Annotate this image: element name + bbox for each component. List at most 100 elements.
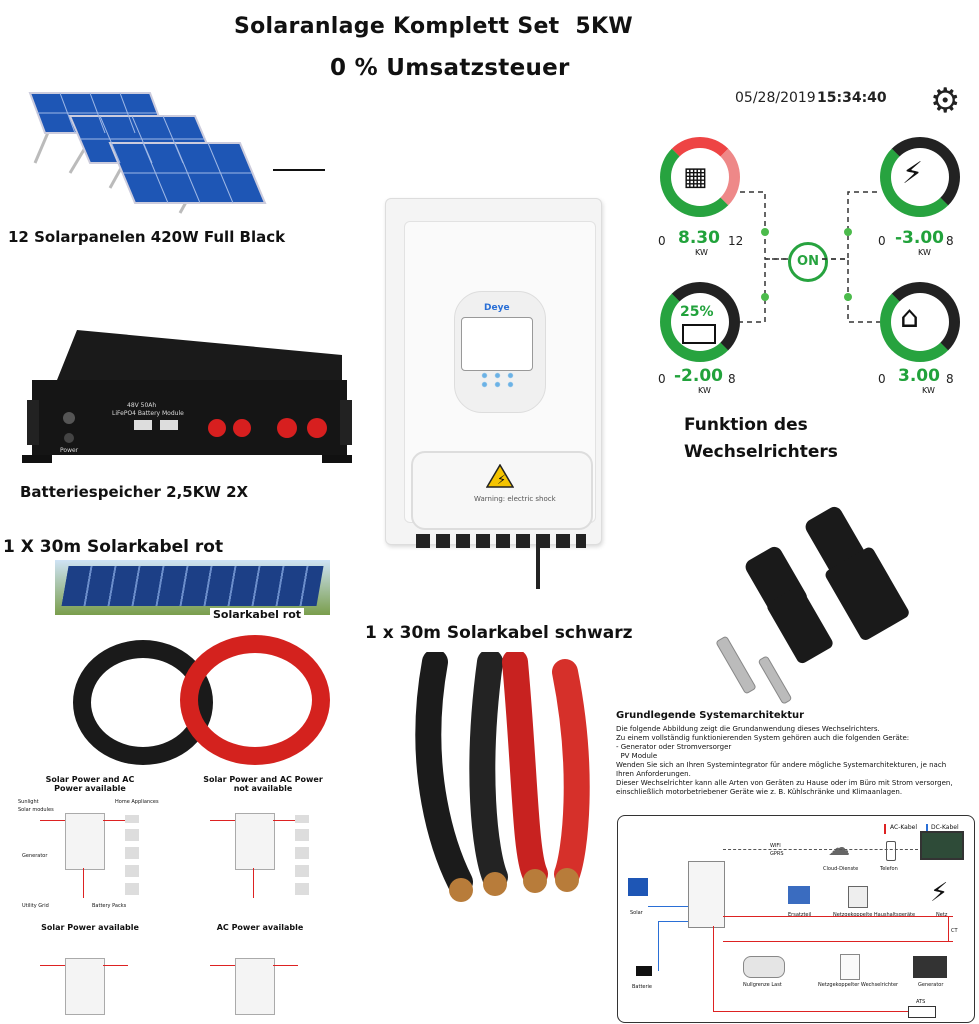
architecture-line: einschließlich motorbetriebener Geräte w…: [616, 788, 903, 796]
gprs-label: GPRS: [770, 851, 784, 857]
monitor-panel: 05/28/2019 15:34:40 ⚙ ▦ 0 8.30 KW 12 ⚡ 0…: [640, 82, 970, 402]
grid-value: -3.00: [895, 228, 944, 248]
architecture-line: - Generator oder Stromversorger: [616, 743, 732, 751]
battery-image: 48V 50Ah LiFePO4 Battery Module Power: [22, 325, 352, 475]
legend-ac: AC-Kabel: [890, 824, 918, 831]
solar-label: Solar: [630, 910, 643, 916]
battery-max: 8: [728, 372, 736, 386]
inverter-image: Deye ⚡ Warning: electric shock: [385, 198, 602, 589]
ct-label: CT: [951, 928, 958, 934]
load-unit: KW: [922, 386, 935, 395]
pv-unit: KW: [695, 248, 708, 257]
diagram-4: AC Power available: [180, 923, 345, 1023]
architecture-line: Wenden Sie sich an Ihren Systemintegrato…: [616, 761, 947, 769]
architecture-line: Zu einem vollständig funktionierenden Sy…: [616, 734, 910, 742]
solar-icon: [628, 878, 648, 896]
battery-packs-label: Battery Packs: [92, 903, 127, 909]
grid-tower-icon: ⚡: [902, 156, 924, 191]
inverter-cover: [411, 451, 593, 530]
solar-panels-image: [15, 88, 325, 228]
inverter-function-caption: Funktion des Wechselrichters: [684, 415, 838, 462]
legend-dc: DC-Kabel: [931, 824, 959, 831]
cloud-icon: ☁: [828, 836, 850, 861]
home-appliances-label: Home Appliances: [115, 799, 159, 805]
generator-label-arch: Generator: [918, 982, 944, 988]
grid-gauge: [880, 137, 960, 217]
flow-lines: [740, 191, 880, 323]
batterie-icon: [636, 966, 652, 976]
cable-black-caption: 1 x 30m Solarkabel schwarz: [365, 623, 633, 643]
grid-unit: KW: [918, 248, 931, 257]
netzgekoppelt-label: Netzgekoppelte Haushaltsgeräte: [833, 912, 916, 918]
architecture-line: Ihren Anforderungen.: [616, 770, 691, 778]
pv-min: 0: [658, 234, 666, 248]
cable-black-image: [395, 649, 610, 952]
battery-value: -2.00: [674, 366, 723, 386]
monitor-date: 05/28/2019: [735, 90, 816, 106]
battery-caption: Batteriespeicher 2,5KW 2X: [20, 483, 249, 501]
diagram-2: Solar Power and AC Power not available: [180, 775, 345, 925]
generator-icon: [913, 956, 947, 978]
inverter-brand: Deye: [484, 303, 510, 313]
architecture-section: Grundlegende Systemarchitektur Die folge…: [616, 710, 976, 797]
batterie-label: Batterie: [632, 984, 653, 990]
pv-max: 12: [728, 234, 744, 248]
cable-red-image: Solarkabel rot: [55, 560, 330, 770]
pv-value: 8.30: [678, 228, 720, 248]
status-on-badge: ON: [788, 242, 828, 282]
wechselrichter-label: Netzgekoppelter Wechselrichter: [818, 982, 899, 988]
diagram-1: Solar Power and AC Power available Sunli…: [10, 775, 175, 925]
monitor-icon: [920, 831, 964, 860]
tower-icon: ⚡: [930, 878, 949, 908]
wifi-label: WIFI: [770, 843, 781, 849]
house-icon: ⌂: [900, 300, 920, 335]
arch-inverter: [688, 861, 725, 928]
inverter-cable: [536, 544, 540, 589]
diagram-2-title: Solar Power and AC Power not available: [203, 775, 323, 793]
gear-icon[interactable]: ⚙: [930, 81, 961, 121]
inverter-warning-text: Warning: electric shock: [474, 495, 556, 503]
page-subtitle: 0 % Umsatzsteuer: [330, 55, 570, 81]
architecture-diagram: AC-Kabel DC-Kabel WIFI GPRS ☁ Cloud-Dien…: [617, 815, 975, 1023]
ersatzteil-label: Ersatzteil: [788, 912, 812, 918]
grid-max: 8: [946, 234, 954, 248]
cable-red-label: Solarkabel rot: [210, 608, 305, 621]
ats-box: [908, 1006, 936, 1018]
boiler-icon: [743, 956, 785, 978]
diagram-1-inverter: [65, 813, 105, 870]
ats-label: ATS: [916, 999, 926, 1005]
warning-icon: ⚡: [486, 464, 514, 488]
battery-spec-label: 48V 50Ah: [127, 402, 157, 409]
battery-gauge: [660, 282, 740, 362]
cable-red-caption: 1 X 30m Solarkabel rot: [3, 537, 224, 557]
inverter-screen: [461, 317, 533, 371]
load-min: 0: [878, 372, 886, 386]
battery-min: 0: [658, 372, 666, 386]
diagram-grid: Solar Power and AC Power available Sunli…: [10, 775, 350, 1024]
diagram-3: Solar Power available: [10, 923, 175, 1023]
diagram-3-title: Solar Power available: [41, 923, 139, 932]
nullgrenze-label: Nullgrenze Last: [743, 982, 782, 988]
phone-icon: [886, 841, 896, 861]
diagram-4-title: AC Power available: [216, 923, 304, 932]
generator-label: Generator: [22, 853, 48, 859]
solar-modules-label: Solar modules: [18, 807, 54, 813]
cloud-label: Cloud-Dienste: [823, 866, 859, 872]
appliance-icon: [848, 886, 868, 908]
diagram-3-inverter: [65, 958, 105, 1015]
mc4-connector-image: [700, 495, 940, 710]
inverter-terminals: [416, 534, 586, 548]
architecture-line: Die folgende Abbildung zeigt die Grundan…: [616, 725, 880, 733]
architecture-line: PV Module: [616, 752, 658, 760]
phone-label: Telefon: [880, 866, 898, 872]
diagram-2-inverter: [235, 813, 275, 870]
svg-text:⚡: ⚡: [497, 473, 506, 488]
grid-inverter-icon: [840, 954, 860, 980]
pv-gauge: [660, 137, 740, 217]
monitor-time: 15:34:40: [817, 90, 887, 106]
battery-unit: KW: [698, 386, 711, 395]
diagram-1-title: Solar Power and AC Power available: [45, 775, 135, 793]
inverter-buttons: [478, 371, 518, 389]
ersatzteil-icon: [788, 886, 810, 904]
battery-module-label: LiFePO4 Battery Module: [112, 410, 184, 417]
